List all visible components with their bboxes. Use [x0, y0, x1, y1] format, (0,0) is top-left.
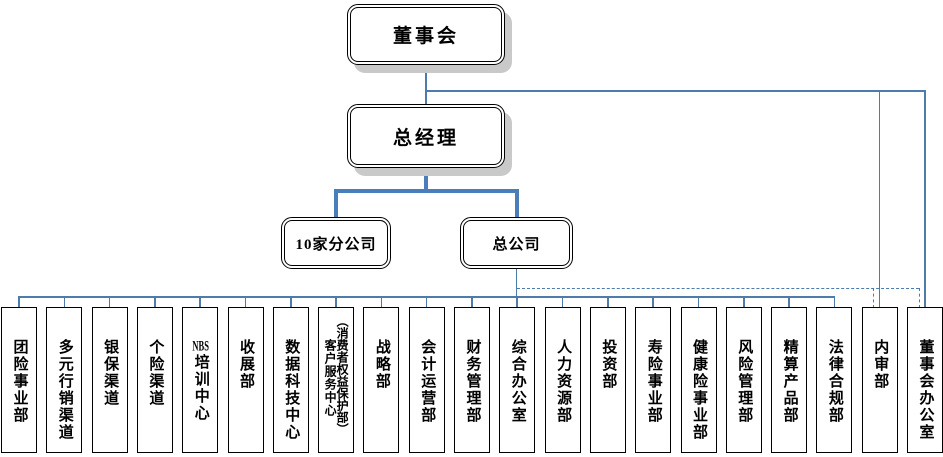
dept-label: 精算产品部: [781, 339, 798, 424]
dept-box-17: 风险管理部: [725, 307, 762, 453]
dept-label: 内审部: [872, 339, 889, 390]
connector-line: [63, 296, 66, 308]
connector-line: [743, 296, 745, 308]
dept-label: 收展部: [238, 339, 254, 390]
connector-line: [244, 296, 247, 308]
dept-box-20: 内审部: [861, 307, 898, 453]
dept-box-2: 多元行销渠道: [46, 307, 83, 453]
connector-line: [425, 296, 428, 308]
connector-line: [108, 296, 111, 308]
node-head-office-label: 总公司: [492, 236, 541, 253]
node-general-manager-label: 总经理: [392, 127, 459, 149]
connector-line: [697, 296, 700, 308]
latin-run: NBS: [192, 339, 209, 354]
node-board-label: 董事会: [392, 26, 459, 47]
dept-box-11: 财务管理部: [454, 307, 490, 453]
connector-line: [514, 189, 519, 219]
dept-box-1: 团险事业部: [1, 307, 37, 453]
connector-line: [788, 296, 790, 308]
dept-label: 综合办公室: [509, 339, 526, 424]
dept-box-3: 银保渠道: [91, 307, 128, 453]
dept-label: 人力资源部: [555, 339, 572, 424]
dept-label: 个险渠道: [147, 339, 164, 407]
dept-box-12: 综合办公室: [499, 307, 536, 453]
dept-box-5: NBS培训中心: [182, 307, 219, 453]
dept-label: 风险管理部: [736, 339, 753, 424]
dept-box-15: 寿险事业部: [635, 307, 672, 453]
connector-line: [878, 90, 881, 308]
dept-box-16: 健康险事业部: [680, 307, 717, 453]
connector-line: [607, 296, 609, 308]
node-board: 董事会: [347, 4, 505, 65]
dept-label: 财务管理部: [464, 339, 481, 424]
dept-label: 多元行销渠道: [56, 339, 73, 441]
connector-line: [335, 296, 337, 308]
dept-box-4: 个险渠道: [136, 307, 173, 453]
dept-label: 法律合规部: [826, 339, 843, 424]
dept-label: 寿险事业部: [645, 339, 662, 424]
dept-box-14: 投资部: [589, 307, 626, 453]
dept-box-9: 战略部: [363, 307, 400, 453]
connector-line: [290, 296, 292, 308]
connector-line: [425, 90, 926, 92]
dept-label: 投资部: [600, 339, 617, 390]
node-head-office: 总公司: [460, 217, 573, 269]
connector-line: [833, 296, 836, 308]
connector-line: [516, 288, 919, 289]
dept-label-main: 客户服务中心: [323, 339, 338, 417]
connector-line: [199, 296, 201, 308]
connector-line: [516, 296, 519, 308]
dept-box-21: 董事会办公室: [907, 307, 943, 453]
dept-label: 会计运营部: [419, 339, 436, 424]
dept-label: 健康险事业部: [691, 339, 707, 441]
dept-box-18: 精算产品部: [771, 307, 808, 453]
node-branch-companies-label: 10家分公司: [295, 236, 377, 253]
dept-label: 数据科技中心: [283, 339, 300, 441]
connector-line: [154, 296, 156, 308]
dept-box-6: 收展部: [227, 307, 264, 453]
node-general-manager: 总经理: [347, 104, 505, 168]
connector-line: [334, 189, 338, 219]
dept-label: 银保渠道: [102, 339, 119, 407]
dept-label: 董事会办公室: [917, 339, 934, 441]
dept-label-paren: （消费者权益保护部）: [335, 315, 350, 435]
dept-label: NBS培训中心: [192, 339, 209, 422]
node-branch-companies: 10家分公司: [281, 217, 391, 269]
dept-label: 战略部: [373, 339, 390, 390]
dept-box-10: 会计运营部: [408, 307, 445, 453]
connector-line: [425, 62, 427, 106]
connector-line: [561, 296, 564, 308]
dept-label: 团险事业部: [11, 339, 28, 424]
dept-box-8: 客户服务中心（消费者权益保护部）: [318, 307, 355, 453]
connector-line: [380, 296, 383, 308]
connector-line: [18, 296, 20, 308]
connector-line: [471, 296, 473, 308]
connector-line: [334, 189, 519, 193]
connector-line: [873, 288, 875, 308]
connector-line: [924, 90, 926, 308]
dept-box-19: 法律合规部: [816, 307, 853, 453]
connector-line: [424, 168, 428, 193]
dept-box-7: 数据科技中心: [272, 307, 309, 453]
connector-line: [652, 296, 654, 308]
dept-box-13: 人力资源部: [544, 307, 581, 453]
connector-line: [918, 288, 920, 308]
